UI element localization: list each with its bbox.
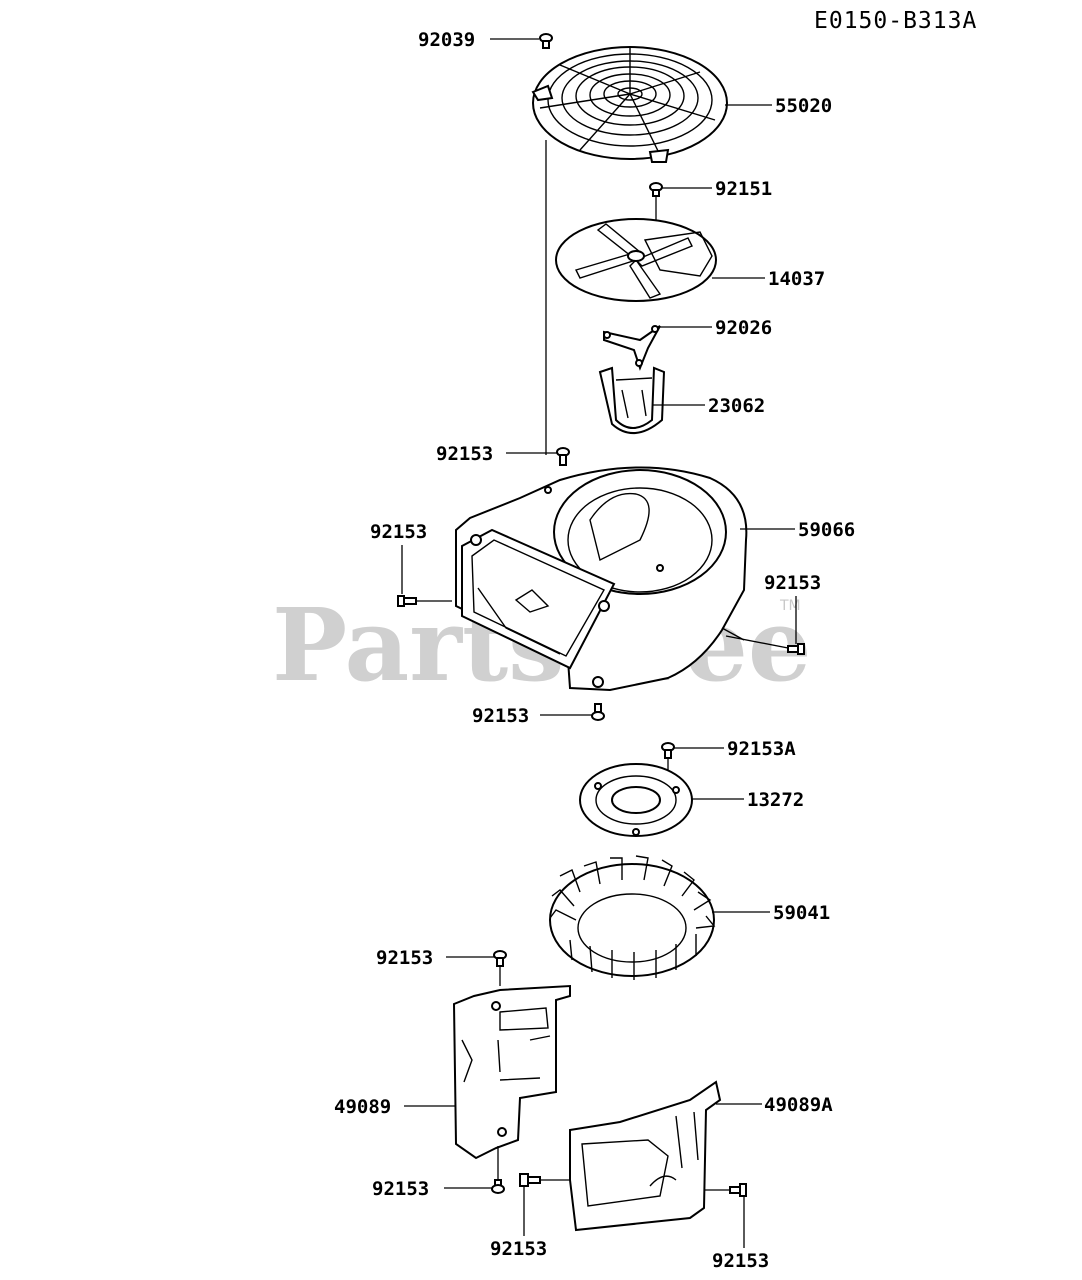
callout-92153-right: 92153	[764, 572, 821, 594]
callout-92153-shroud-upper: 92153	[376, 947, 433, 969]
leader-92153-right-horizontal	[725, 635, 789, 649]
fan-housing-59066[interactable]	[455, 466, 748, 692]
callout-92153-lower-right: 92153	[712, 1250, 769, 1272]
callout-92153-bottom: 92153	[472, 705, 529, 727]
callout-92026: 92026	[715, 317, 772, 339]
bracket-92026[interactable]	[603, 325, 661, 371]
callout-92153-top: 92153	[436, 443, 493, 465]
callout-49089A: 49089A	[764, 1094, 833, 1116]
callout-92151: 92151	[715, 178, 772, 200]
bolt-92153-shroud-lower[interactable]	[491, 1179, 505, 1194]
callout-13272: 13272	[747, 789, 804, 811]
bolt-92153-right[interactable]	[787, 643, 805, 655]
shroud-49089[interactable]	[452, 984, 571, 1160]
callout-23062: 23062	[708, 395, 765, 417]
bolt-92153-lower-right[interactable]	[729, 1183, 747, 1197]
bolt-92153-top[interactable]	[556, 447, 570, 466]
spacer-23062[interactable]	[598, 366, 666, 434]
callout-49089: 49089	[334, 1096, 391, 1118]
fan-14037[interactable]	[555, 218, 717, 302]
screw-92151[interactable]	[649, 182, 663, 197]
callout-55020: 55020	[775, 95, 832, 117]
callout-92039: 92039	[418, 29, 475, 51]
callout-92153-left: 92153	[370, 521, 427, 543]
fan-screen-55020[interactable]	[531, 46, 728, 163]
bolt-92153-lower-left[interactable]	[519, 1173, 541, 1187]
callout-59041: 59041	[773, 902, 830, 924]
diagram-code: E0150-B313A	[814, 8, 977, 34]
watermark-trademark: TM	[779, 598, 801, 614]
callout-59066: 59066	[798, 519, 855, 541]
callout-92153A: 92153A	[727, 738, 796, 760]
shroud-49089A[interactable]	[569, 1080, 722, 1232]
bolt-92153A[interactable]	[661, 742, 675, 759]
callout-92153-lower-left: 92153	[490, 1238, 547, 1260]
fan-59041[interactable]	[549, 855, 716, 980]
bolt-92153-bottom[interactable]	[591, 703, 605, 721]
callout-14037: 14037	[768, 268, 825, 290]
bolt-92153-shroud-upper[interactable]	[493, 950, 507, 967]
bolt-92153-left[interactable]	[397, 595, 417, 607]
screw-92039[interactable]	[539, 33, 553, 49]
plate-13272[interactable]	[579, 763, 693, 837]
callout-92153-shroud-lower: 92153	[372, 1178, 429, 1200]
